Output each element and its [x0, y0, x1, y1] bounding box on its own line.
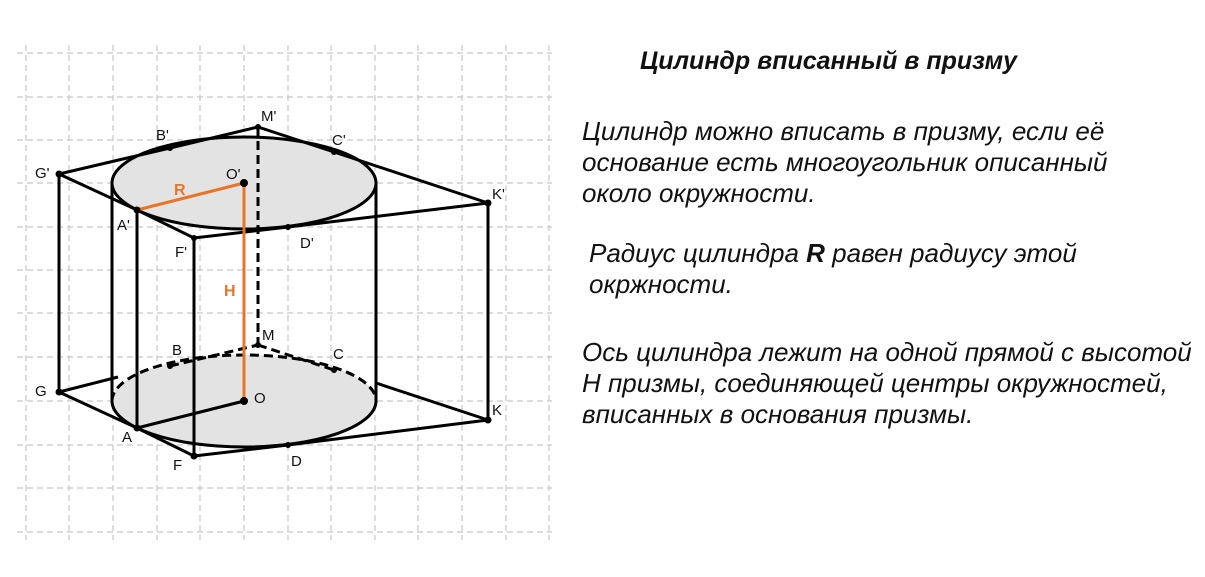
label-radius: R — [174, 182, 186, 199]
label-k: K — [492, 402, 502, 419]
label-a-prime: A' — [117, 217, 130, 234]
radius-text-after: равен радиусу этой окржности. — [589, 238, 1077, 299]
bottom-base-visible — [58, 375, 489, 458]
label-c: C — [333, 346, 344, 363]
label-k-prime: K' — [492, 186, 505, 203]
label-m-prime: M' — [261, 108, 276, 125]
radius-text-before: Радиус цилиндра — [589, 238, 807, 268]
label-g-prime: G' — [35, 165, 50, 182]
prism-cylinder-figure: G' B' M' C' K' D' F' A' O' G B M C K D F… — [0, 0, 580, 577]
grid — [17, 45, 552, 540]
paragraph-inscribe-condition: Цилиндр можно вписать в призму, если её … — [582, 116, 1108, 208]
label-m: M — [262, 327, 275, 344]
radius-height-lines — [136, 181, 246, 401]
vertical-edges — [57, 174, 490, 456]
text-panel: Цилиндр вписанный в призму Цилиндр можно… — [582, 0, 1202, 577]
vertex-points — [55, 124, 492, 460]
label-f: F — [173, 457, 182, 474]
label-f-prime: F' — [175, 244, 187, 261]
label-o-prime: O' — [226, 166, 241, 183]
label-o: O — [254, 390, 266, 407]
label-d: D — [291, 453, 302, 470]
radius-line — [136, 181, 245, 212]
label-b-prime: B' — [156, 127, 169, 144]
paragraph-axis: Ось цилиндра лежит на одной прямой с выс… — [582, 337, 1192, 429]
label-height: H — [224, 283, 236, 300]
label-d-prime: D' — [300, 235, 314, 252]
label-c-prime: C' — [332, 132, 346, 149]
paragraph-radius: Радиус цилиндра R равен радиусу этой окр… — [589, 238, 1189, 300]
radius-symbol: R — [806, 238, 825, 268]
page-title: Цилиндр вписанный в призму — [640, 47, 1017, 75]
label-b: B — [172, 342, 182, 359]
label-a: A — [122, 429, 132, 446]
label-g: G — [35, 383, 47, 400]
